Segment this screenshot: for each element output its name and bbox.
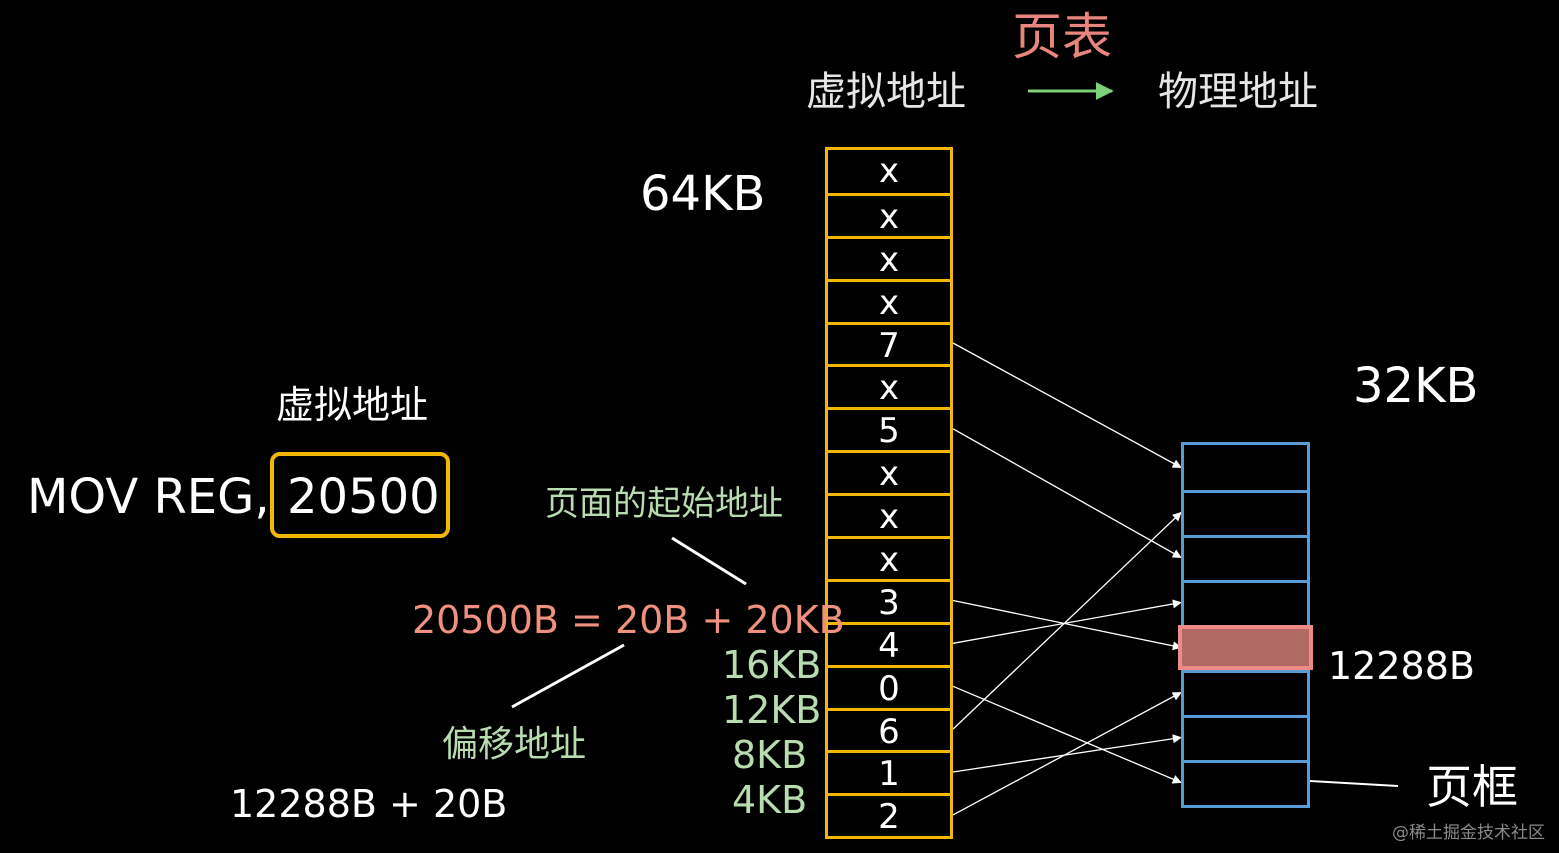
page-mapping-lines	[952, 342, 1182, 816]
watermark: @稀土掘金技术社区	[1392, 823, 1545, 843]
mapping-line	[952, 428, 1182, 559]
instruction-value-box	[270, 452, 450, 538]
header-physical-address: 物理地址	[1158, 69, 1318, 115]
address-label-4kb: 4KB	[732, 778, 808, 822]
page-start-caption: 页面的起始地址	[545, 484, 783, 524]
virtual-page-row: x	[828, 493, 950, 537]
mapping-line	[952, 599, 1182, 651]
address-label-8kb: 8KB	[732, 733, 808, 777]
virtual-page-row: 3	[828, 578, 950, 623]
address-label-12kb: 12KB	[722, 688, 822, 732]
virtual-page-row: 1	[828, 750, 950, 794]
mapping-line	[952, 342, 1182, 469]
virtual-page-row: 5	[828, 407, 950, 451]
virtual-page-row: 6	[828, 707, 950, 752]
virtual-page-row: 4	[828, 621, 950, 666]
mapping-line	[952, 511, 1182, 730]
physical-frame-row	[1184, 670, 1307, 715]
physical-frame-row	[1184, 445, 1307, 490]
physical-address-result: 12288B + 20B	[230, 782, 508, 826]
header-virtual-address: 虚拟地址	[806, 69, 966, 115]
physical-frame-row	[1184, 535, 1307, 580]
virtual-page-row: x	[828, 278, 950, 323]
page-start-pointer-line	[671, 536, 747, 586]
frame-caption: 页框	[1426, 760, 1518, 814]
physical-size-label: 32KB	[1353, 358, 1479, 414]
virtual-size-label: 64KB	[640, 166, 766, 222]
diagram-title: 页表	[1012, 8, 1112, 66]
physical-frame-row	[1184, 715, 1307, 760]
virtual-page-row: x	[828, 235, 950, 280]
mapping-line	[952, 691, 1182, 816]
virtual-page-row: x	[828, 192, 950, 237]
highlight-frame-label: 12288B	[1328, 644, 1475, 688]
instruction-value: 20500	[287, 469, 440, 525]
instruction-caption: 虚拟地址	[276, 383, 429, 427]
physical-frame-table	[1178, 442, 1313, 808]
instruction-prefix: MOV REG,	[27, 469, 270, 525]
mapping-line	[952, 734, 1182, 773]
offset-caption: 偏移地址	[442, 724, 587, 765]
physical-frame-row	[1184, 580, 1307, 625]
virtual-page-row: 2	[828, 793, 950, 837]
address-label-16kb: 16KB	[722, 643, 822, 687]
mapping-line	[952, 685, 1182, 784]
physical-frame-row	[1184, 490, 1307, 535]
equation: 20500B = 20B + 20KB	[412, 598, 845, 642]
virtual-page-row: x	[828, 536, 950, 580]
virtual-page-row: 0	[828, 664, 950, 709]
physical-frame-row	[1184, 760, 1307, 805]
frame-pointer-line	[1309, 780, 1399, 787]
virtual-page-row: x	[828, 450, 950, 494]
physical-frame-row-highlighted	[1178, 625, 1313, 670]
offset-pointer-line	[511, 643, 625, 709]
mapping-line	[952, 599, 1182, 644]
virtual-page-row: x	[878, 151, 900, 191]
virtual-page-row: 7	[828, 321, 950, 366]
virtual-page-row: x	[828, 364, 950, 408]
